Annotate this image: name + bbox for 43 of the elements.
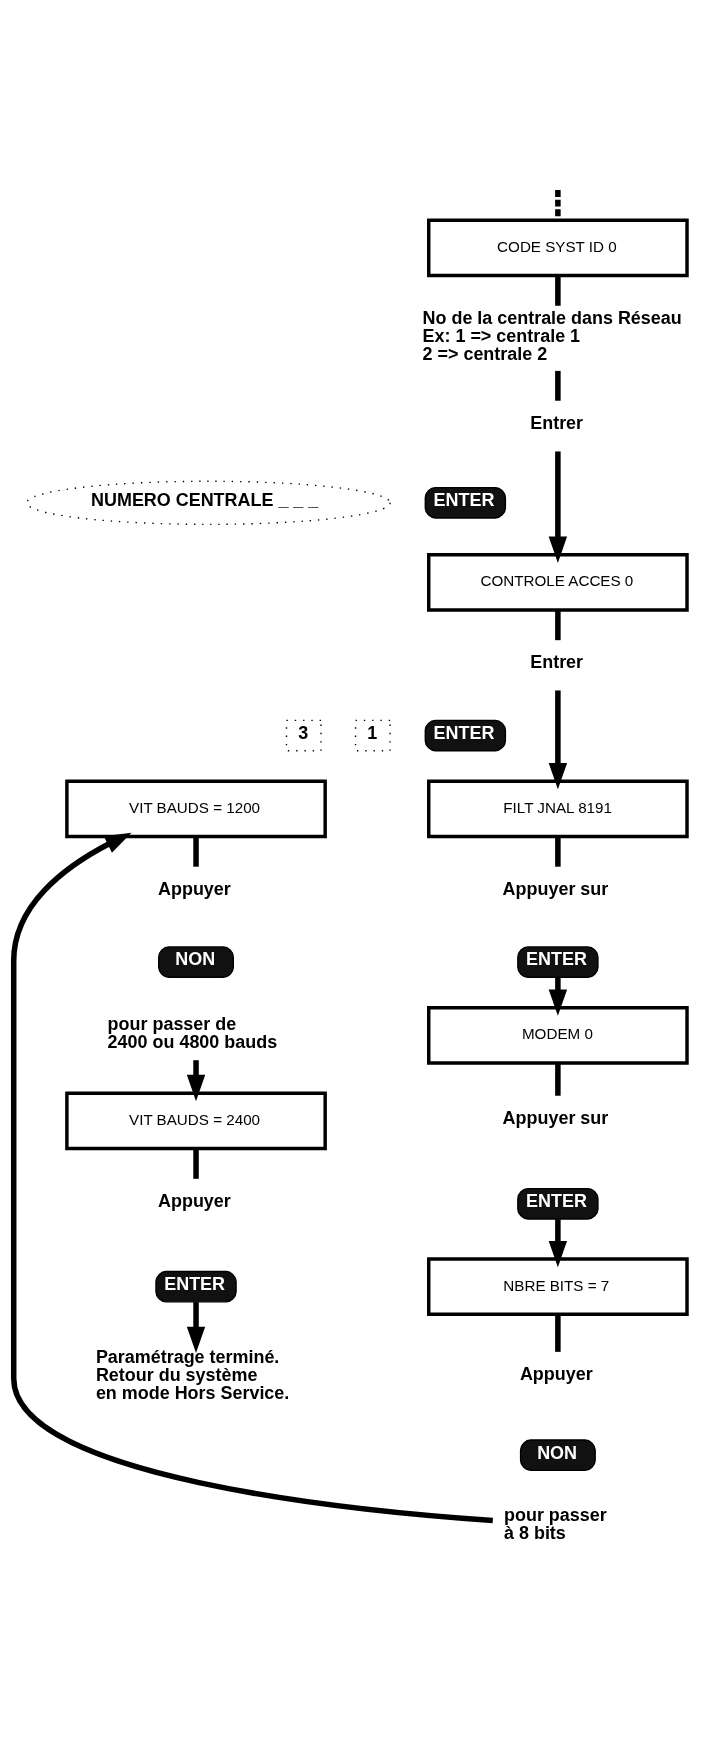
arrow — [186, 1301, 206, 1353]
connector — [555, 1313, 561, 1352]
node-box: 1 — [354, 719, 391, 751]
arrow — [548, 450, 568, 563]
node-text: Appuyer — [158, 1190, 231, 1211]
connector — [555, 836, 561, 867]
node-box: NBRE BITS = 7 — [427, 1256, 689, 1316]
arrow — [10, 832, 493, 1523]
connector — [555, 189, 561, 220]
node-text: Entrer — [530, 412, 584, 433]
node-text: Appuyer — [158, 878, 231, 899]
node-box: 3 — [285, 719, 322, 751]
arrow — [548, 1218, 568, 1267]
node-box: ENTER — [155, 1270, 237, 1303]
node-text: Paramétrage terminé. Retour du système en mode Hors Service. — [95, 1346, 290, 1403]
node-text: pour passer de 2400 ou 4800 bauds — [107, 1013, 278, 1052]
node-text: No de la centrale dans Réseau Ex: 1 => centrale 1 2 => centrale 2 — [422, 307, 682, 364]
connector — [193, 836, 199, 867]
node-box: ENTER — [424, 486, 507, 519]
node-box: CODE SYST ID 0 — [427, 218, 689, 277]
node-box: NON — [158, 945, 234, 978]
node-box: FILT JNAL 8191 — [427, 778, 689, 838]
node-box: VIT BAUDS = 2400 — [65, 1091, 327, 1150]
node-box: NON — [519, 1438, 596, 1471]
node-box: MODEM 0 — [427, 1005, 689, 1065]
node-text: Appuyer sur — [502, 1107, 609, 1128]
arrow — [186, 1059, 206, 1101]
connector — [555, 275, 561, 306]
connector — [555, 1062, 561, 1096]
connector — [555, 609, 561, 640]
node-box: CONTROLE ACCES 0 — [427, 552, 689, 612]
node-ellipse: NUMERO CENTRALE _ _ _ — [26, 480, 391, 525]
connector — [193, 1148, 199, 1179]
arrow — [548, 689, 568, 789]
connector — [555, 370, 561, 401]
node-text: Appuyer — [519, 1363, 593, 1384]
node-box: ENTER — [517, 945, 599, 978]
node-text: pour passer à 8 bits — [504, 1504, 607, 1543]
node-box: VIT BAUDS = 1200 — [65, 778, 327, 838]
node-box: ENTER — [424, 719, 507, 751]
node-text: Entrer — [530, 651, 584, 672]
node-box: ENTER — [517, 1187, 599, 1220]
node-text: Appuyer sur — [502, 878, 609, 899]
